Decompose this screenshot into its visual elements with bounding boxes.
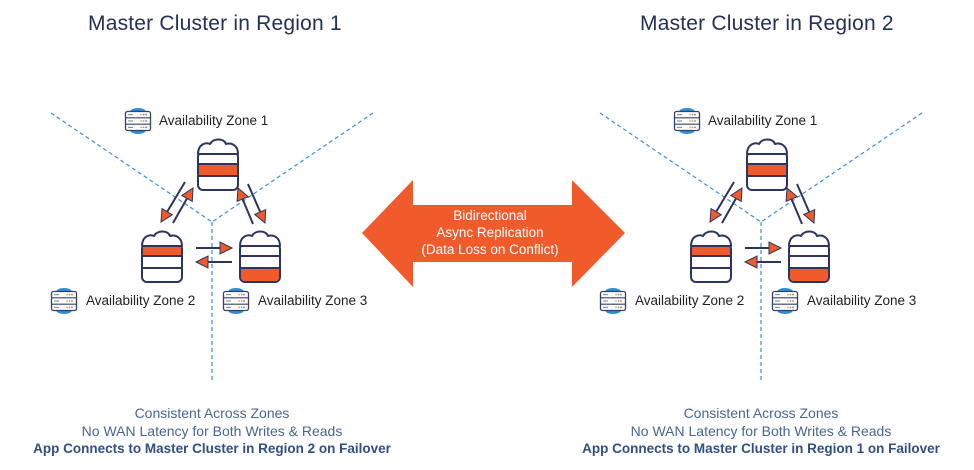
replication-label: Bidirectional Async Replication (Data Lo…: [420, 207, 560, 258]
replication-line: Async Replication: [436, 225, 544, 240]
replication-line: Bidirectional: [453, 208, 527, 223]
replication-line: (Data Loss on Conflict): [421, 242, 559, 257]
double-headed-arrow-icon: [362, 180, 625, 287]
